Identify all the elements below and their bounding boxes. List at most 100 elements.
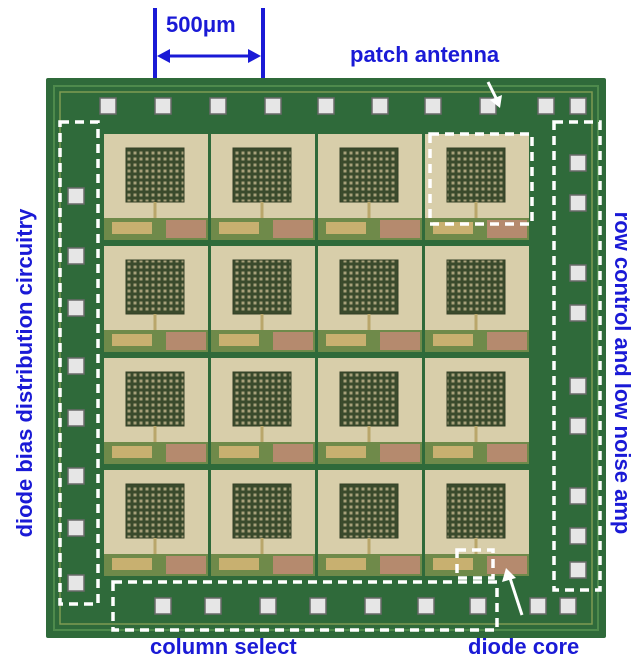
left-pad [67,187,85,205]
right-pad [569,304,587,322]
top-pad [569,97,587,115]
antenna-mesh [125,259,185,315]
top-pad [424,97,442,115]
antenna-mesh [232,147,292,203]
pixel-cell [211,246,315,352]
pixel-cell [318,470,422,576]
bottom-pad [559,597,577,615]
circuit-block [273,444,313,462]
top-pad [264,97,282,115]
top-pad [317,97,335,115]
antenna-mesh [125,147,185,203]
antenna-mesh [232,259,292,315]
right-pad [569,194,587,212]
left-pad [67,357,85,375]
row-control-label: row control and low noise amp [610,211,635,535]
circuit-block [273,220,313,238]
left-pad [67,247,85,265]
top-pad [154,97,172,115]
diode-bias-box [58,120,100,606]
patch-antenna-arrow [486,81,502,108]
right-pad [569,487,587,505]
pixel-cell [211,134,315,240]
bottom-pad [259,597,277,615]
pixel-cell [318,134,422,240]
diode-core-arrow [502,568,524,616]
pixel-cell [211,358,315,464]
circuit-block [380,332,420,350]
circuit-block [487,332,527,350]
left-pad [67,409,85,427]
circuit-block [487,444,527,462]
top-pad [537,97,555,115]
antenna-mesh [446,371,506,427]
patch-antenna-box [428,132,534,226]
circuit-trace [219,558,259,570]
scale-bar [153,8,265,78]
antenna-mesh [446,147,506,203]
circuit-trace [433,446,473,458]
circuit-block [273,332,313,350]
diode-core-label: diode core [468,634,580,659]
right-pad [569,561,587,579]
bottom-pad [417,597,435,615]
antenna-mesh [446,259,506,315]
right-pad [569,527,587,545]
antenna-mesh [232,483,292,539]
circuit-block [166,332,206,350]
antenna-mesh [125,371,185,427]
circuit-trace [326,446,366,458]
pixel-cell [104,358,208,464]
pixel-cell [425,470,529,576]
circuit-block [166,556,206,574]
pixel-cell [104,470,208,576]
scale-bar-label: 500μm [166,12,236,37]
right-pad [569,154,587,172]
pixel-cell [318,358,422,464]
circuit-trace [326,334,366,346]
circuit-trace [112,558,152,570]
top-pad [99,97,117,115]
bottom-pad [529,597,547,615]
top-pad [479,97,497,115]
left-pad [67,299,85,317]
right-pad [569,377,587,395]
cell-array [104,134,529,576]
circuit-block [487,556,527,574]
antenna-mesh [232,371,292,427]
circuit-block [380,444,420,462]
left-pad [67,467,85,485]
pixel-cell [318,246,422,352]
bottom-pad [154,597,172,615]
pixel-cell [425,246,529,352]
right-pad [569,417,587,435]
bottom-pad [309,597,327,615]
circuit-trace [326,222,366,234]
antenna-mesh [339,371,399,427]
top-pad [371,97,389,115]
pixel-cell [104,246,208,352]
circuit-block [273,556,313,574]
circuit-trace [433,334,473,346]
bottom-pad [204,597,222,615]
circuit-trace [112,446,152,458]
bottom-pad [469,597,487,615]
patch-antenna-label: patch antenna [350,42,500,67]
circuit-trace [326,558,366,570]
left-pad [67,574,85,592]
circuit-trace [112,334,152,346]
circuit-trace [219,222,259,234]
circuit-block [166,444,206,462]
pixel-cell [425,134,529,240]
pixel-cell [104,134,208,240]
circuit-trace [112,222,152,234]
column-select-label: column select [150,634,297,659]
antenna-mesh [339,483,399,539]
bond-pads [67,97,587,615]
circuit-block [380,556,420,574]
top-pad [209,97,227,115]
pixel-cell [425,358,529,464]
antenna-mesh [446,483,506,539]
circuit-trace [219,446,259,458]
